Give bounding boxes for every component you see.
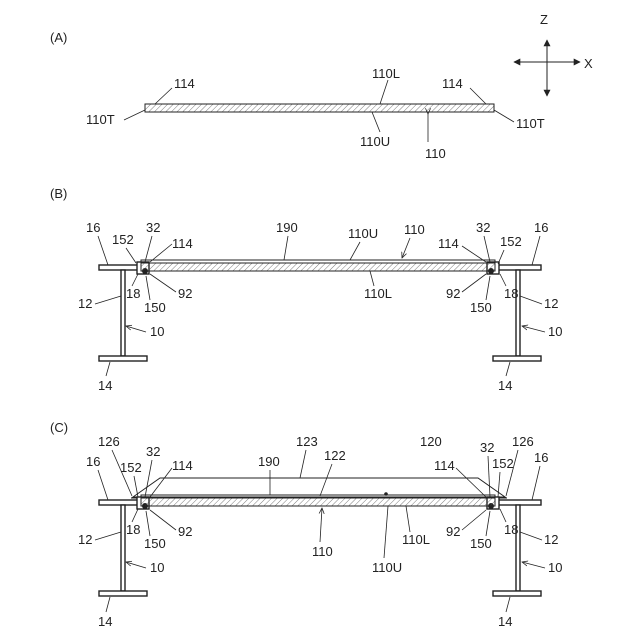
b-label-12-left: 12 (78, 296, 92, 311)
c-label-120: 120 (420, 434, 442, 449)
b-label-16-right: 16 (534, 220, 548, 235)
b-label-110: 110 (404, 222, 425, 237)
b-label-14-right: 14 (498, 378, 512, 393)
panel-b: (B) 16 152 32 114 190 110U (50, 186, 562, 393)
c-label-152-left: 152 (120, 460, 142, 475)
b-label-190: 190 (276, 220, 298, 235)
axis-x-label: X (584, 56, 593, 71)
a-label-110U: 110U (360, 134, 390, 149)
c-label-126-right: 126 (512, 434, 534, 449)
c-label-14-right: 14 (498, 614, 512, 629)
c-label-123: 123 (296, 434, 318, 449)
c-label-92-left: 92 (178, 524, 192, 539)
beam-right-10 (493, 265, 541, 361)
b-label-10-right: 10 (548, 324, 562, 339)
b-label-152-right: 152 (500, 234, 522, 249)
panel-a-tag: (A) (50, 30, 67, 45)
c-label-110: 110 (312, 544, 333, 559)
panel-c-tag: (C) (50, 420, 68, 435)
b-label-92-left: 92 (178, 286, 192, 301)
b-label-92-right: 92 (446, 286, 460, 301)
c-label-190: 190 (258, 454, 280, 469)
c-label-32-right: 32 (480, 440, 494, 455)
c-label-122: 122 (324, 448, 346, 463)
c-label-114-right: 114 (434, 458, 455, 473)
a-label-114-right: 114 (442, 76, 463, 91)
c-label-114-left: 114 (172, 458, 193, 473)
b-label-110L: 110L (364, 286, 392, 301)
c-label-150-left: 150 (144, 536, 166, 551)
b-label-150-left: 150 (144, 300, 166, 315)
panel-a-sheet-110 (145, 104, 494, 112)
c-sheet-110-body (141, 498, 495, 506)
c-label-10-left: 10 (150, 560, 164, 575)
c-bubble-122 (384, 492, 388, 496)
b-label-32-right: 32 (476, 220, 490, 235)
c-label-12-left: 12 (78, 532, 92, 547)
b-label-152-left: 152 (112, 232, 134, 247)
c-label-18-right: 18 (504, 522, 518, 537)
b-label-16-left: 16 (86, 220, 100, 235)
c-beam-left-10 (99, 500, 147, 596)
c-label-14-left: 14 (98, 614, 112, 629)
c-label-12-right: 12 (544, 532, 558, 547)
a-label-110L: 110L (372, 66, 400, 81)
panel-a: (A) Z X 114 110L 114 110T 110T 110U 110 (50, 12, 593, 161)
c-cover-120 (133, 478, 505, 497)
c-beam-right-10 (493, 500, 541, 596)
b-label-10-left: 10 (150, 324, 164, 339)
a-label-110T-left: 110T (86, 112, 115, 127)
b-sheet-110-body (141, 263, 495, 271)
axis-indicator: Z X (514, 12, 593, 96)
a-label-110: 110 (425, 146, 446, 161)
c-label-92-right: 92 (446, 524, 460, 539)
b-label-110U: 110U (348, 226, 378, 241)
a-label-114-left: 114 (174, 76, 195, 91)
c-label-152-right: 152 (492, 456, 514, 471)
c-label-16-left: 16 (86, 454, 100, 469)
c-label-110U: 110U (372, 560, 402, 575)
c-label-126-left: 126 (98, 434, 120, 449)
b-label-12-right: 12 (544, 296, 558, 311)
b-label-114-left: 114 (172, 236, 193, 251)
c-label-150-right: 150 (470, 536, 492, 551)
c-label-110L: 110L (402, 532, 430, 547)
b-label-18-right: 18 (504, 286, 518, 301)
beam-left-10 (99, 265, 147, 361)
panel-b-tag: (B) (50, 186, 67, 201)
b-label-32-left: 32 (146, 220, 160, 235)
a-label-110T-right: 110T (516, 116, 545, 131)
c-label-10-right: 10 (548, 560, 562, 575)
b-label-18-left: 18 (126, 286, 140, 301)
b-label-150-right: 150 (470, 300, 492, 315)
c-label-18-left: 18 (126, 522, 140, 537)
panel-c: (C) 126 32 16 152 (50, 420, 562, 629)
b-label-114-right: 114 (438, 236, 459, 251)
c-label-32-left: 32 (146, 444, 160, 459)
axis-z-label: Z (540, 12, 548, 27)
b-label-14-left: 14 (98, 378, 112, 393)
c-label-16-right: 16 (534, 450, 548, 465)
